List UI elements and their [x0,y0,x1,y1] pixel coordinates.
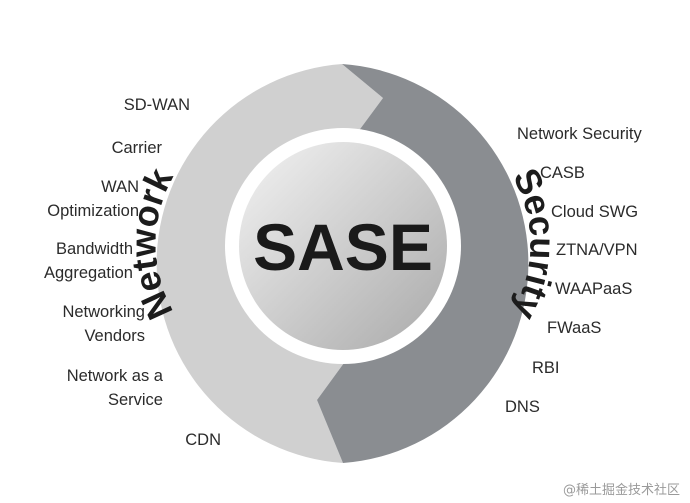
network-item-label: Networking [62,303,145,321]
security-item-label: Network Security [517,125,642,143]
network-item-label: Optimization [47,202,139,220]
network-item-label: CDN [185,431,221,449]
security-item-label: ZTNA/VPN [556,241,638,259]
center-disc [239,142,447,350]
network-item-label: Bandwidth [56,240,133,258]
network-item-label: Service [108,391,163,409]
security-item-label: DNS [505,398,540,416]
security-item-label: WAAPaaS [555,280,632,298]
center-title: SASE [253,210,433,284]
security-item-label: Cloud SWG [551,203,638,221]
network-item-label: Carrier [112,139,163,157]
network-item-label: Vendors [84,327,145,345]
security-item-label: RBI [532,359,560,377]
security-item-label: FWaaS [547,319,601,337]
network-item-label: Aggregation [44,264,133,282]
network-item-label: SD-WAN [124,96,190,114]
network-arc [156,64,383,463]
watermark-text: @稀土掘金技术社区 [563,482,680,498]
network-item-label: Network as a [67,367,164,385]
network-item-label: WAN [101,178,139,196]
security-arc [317,64,529,463]
security-item-label: CASB [540,164,585,182]
